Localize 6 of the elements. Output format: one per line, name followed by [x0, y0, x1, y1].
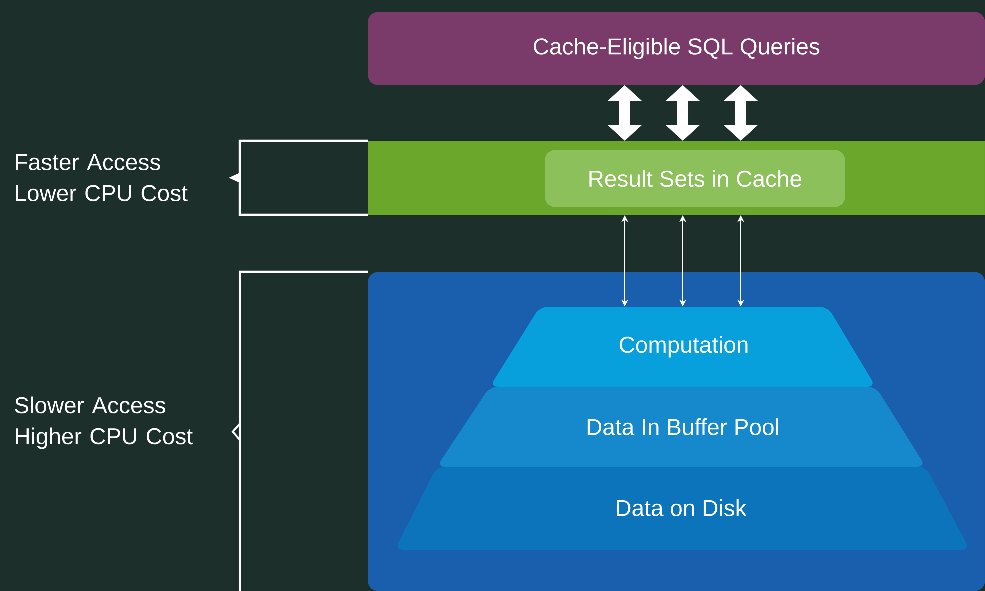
side-label: Faster Access Lower CPU Cost: [16, 154, 188, 202]
side-label: Slower Access Higher CPU Cost: [15, 396, 193, 450]
pyramid-layer: Data on Disk: [398, 467, 968, 550]
pyramid-layer: Computation: [493, 307, 873, 387]
label-box: Result Sets in Cache: [545, 150, 846, 208]
label-box: Cache-Eligible SQL Queries: [368, 12, 985, 86]
